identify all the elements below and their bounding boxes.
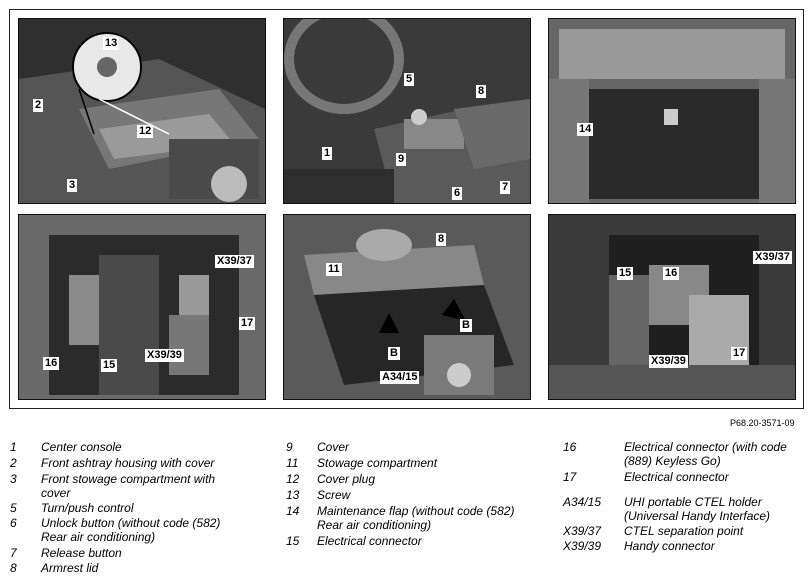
panel-connectors-right: X39/37 15 16 X39/39 17 (548, 214, 796, 400)
callout-B-left: B (388, 347, 400, 360)
callout-8-bottom: 8 (436, 233, 447, 246)
callout-X39-39-left: X39/39 (145, 349, 184, 362)
panel-connectors-left: X39/37 17 16 15 X39/39 (18, 214, 266, 400)
callout-3: 3 (67, 179, 78, 192)
callout-9: 9 (396, 153, 407, 166)
callout-17-right: 17 (731, 347, 748, 360)
panel-center-console-photo (284, 19, 530, 203)
callout-7: 7 (500, 181, 511, 194)
callout-15-left: 15 (101, 359, 118, 372)
panel-connectors-right-photo (549, 215, 795, 399)
callout-8-top: 8 (476, 85, 487, 98)
figure-reference: P68.20-3571-09 (730, 418, 795, 428)
panel-rear-flap: 14 (548, 18, 796, 204)
callout-6: 6 (452, 187, 463, 200)
callout-16-left: 16 (43, 357, 60, 370)
callout-A34-15: A34/15 (380, 371, 420, 384)
panel-ashtray: 13 2 12 3 (18, 18, 266, 204)
callout-13: 13 (103, 37, 120, 50)
callout-B-right: B (460, 319, 472, 332)
panel-ashtray-photo (19, 19, 265, 203)
callout-15-right: 15 (617, 267, 634, 280)
callout-17-left: 17 (239, 317, 256, 330)
callout-1: 1 (322, 147, 333, 160)
callout-5: 5 (404, 73, 415, 86)
callout-12: 12 (137, 125, 154, 138)
panel-stowage: 8 11 B B A34/15 (283, 214, 531, 400)
panel-rear-flap-photo (549, 19, 795, 203)
callout-2: 2 (33, 99, 44, 112)
callout-X39-37-left: X39/37 (215, 255, 254, 268)
panel-stowage-photo (284, 215, 530, 399)
callout-X39-39-right: X39/39 (649, 355, 688, 368)
callout-16-right: 16 (663, 267, 680, 280)
panel-center-console: 5 8 1 9 6 7 (283, 18, 531, 204)
callout-14: 14 (577, 123, 594, 136)
callout-11: 11 (326, 263, 342, 276)
panel-connectors-left-photo (19, 215, 265, 399)
callout-X39-37-right: X39/37 (753, 251, 792, 264)
